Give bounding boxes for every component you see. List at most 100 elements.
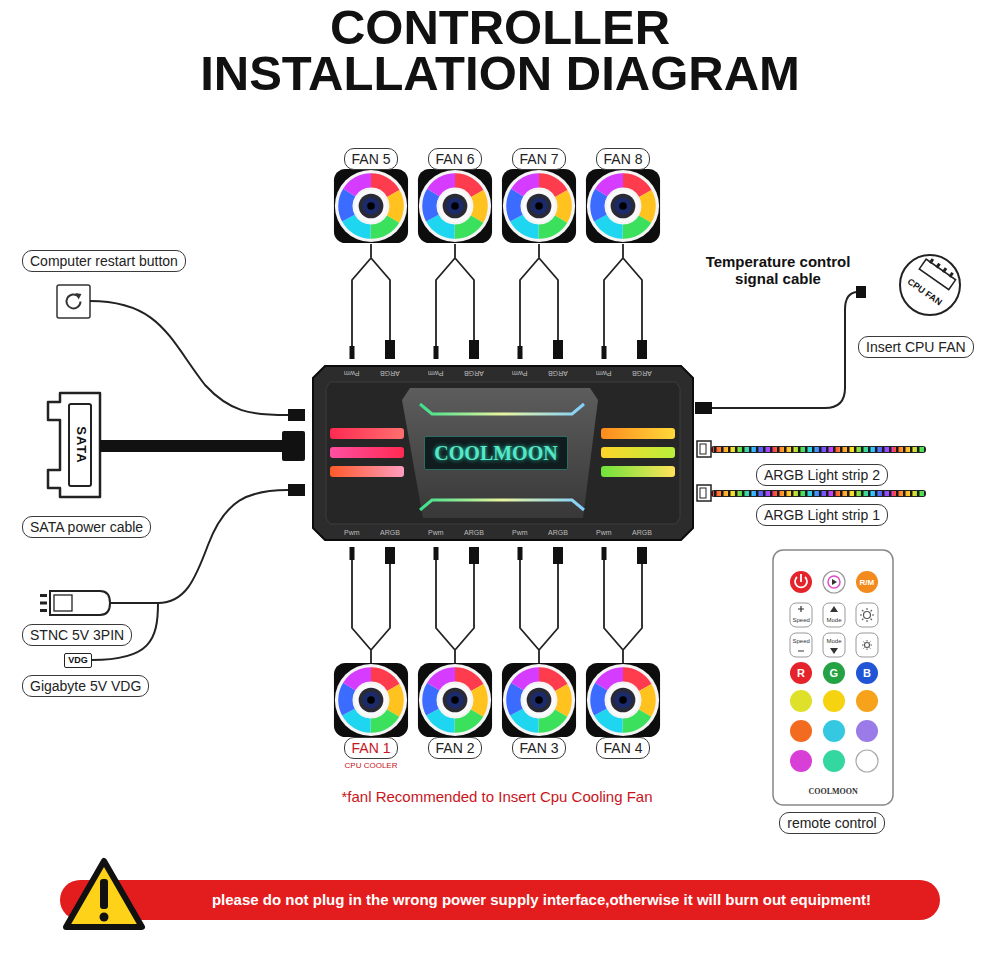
fan-plugs xyxy=(350,547,355,560)
box-text: remote control xyxy=(787,814,876,832)
fan-plugs xyxy=(602,346,607,359)
restart-button-symbol xyxy=(57,285,90,318)
remote-control-drawing xyxy=(790,662,812,684)
port-label: Pwm xyxy=(512,529,528,537)
fan-plugs xyxy=(553,340,563,359)
cpu-fan-header-symbol xyxy=(900,255,960,315)
remote-control-drawing xyxy=(856,720,878,742)
controller-hub xyxy=(330,428,404,439)
box-text: SATA power cable xyxy=(30,518,143,536)
box-text: FAN 2 xyxy=(436,739,475,757)
stnc-connector xyxy=(40,609,47,612)
remote-control-drawing xyxy=(823,571,845,593)
stnc-connector xyxy=(40,594,47,597)
remote-control-drawing xyxy=(830,648,838,654)
fan-wires xyxy=(436,244,474,348)
box-text: ARGB Light strip 2 xyxy=(764,466,880,484)
part-label: Insert CPU FAN xyxy=(858,336,974,358)
restart-wire xyxy=(90,301,288,415)
remote-control-drawing xyxy=(800,574,802,582)
port-label: Pwm xyxy=(428,529,444,537)
note: *fanl Recommended to Insert Cpu Cooling … xyxy=(342,788,653,806)
sub-text: CPU COOLER xyxy=(345,761,398,771)
button-label: Mode xyxy=(827,617,842,624)
argb-light-strip xyxy=(713,447,924,452)
stnc-connector xyxy=(50,591,110,615)
port-label: Pwm xyxy=(344,529,360,537)
fan-plugs xyxy=(385,340,395,359)
argb-light-strip xyxy=(713,491,924,496)
warning-triangle-symbol xyxy=(100,913,109,922)
rgb-fan xyxy=(502,663,576,737)
cable-callout: Temperature control signal cable xyxy=(683,253,873,287)
fan-wires xyxy=(352,560,390,664)
fan-wires xyxy=(352,244,390,348)
remote-control-drawing xyxy=(856,571,878,593)
controller-hub xyxy=(326,382,680,524)
cpu-fan-header-symbol xyxy=(919,256,958,290)
box-text: COOLMOON xyxy=(434,440,557,466)
restart-wire xyxy=(288,409,305,421)
remote-control-drawing xyxy=(790,690,812,712)
fan-wires xyxy=(436,560,474,664)
box-text: FAN 3 xyxy=(520,739,559,757)
port-label: Pwm xyxy=(428,369,444,377)
stnc-connector xyxy=(288,484,305,496)
port-label: Pwm xyxy=(596,529,612,537)
warning-banner: please do not plug in the wrong power su… xyxy=(60,880,940,920)
controller-hub xyxy=(402,388,598,518)
argb-light-strip xyxy=(700,488,706,498)
remote-control-drawing xyxy=(856,603,878,627)
fan-label: FAN 4 xyxy=(596,737,651,759)
button-label: Speed xyxy=(793,617,810,624)
cpu-fan-header-symbol xyxy=(942,267,947,273)
port-label: ARGB xyxy=(380,529,400,537)
controller-logo: COOLMOON xyxy=(424,436,567,470)
fan-plugs xyxy=(637,340,647,359)
fan-label: FAN 2 xyxy=(428,737,483,759)
fan-label: FAN 8 xyxy=(596,148,651,170)
controller-hub xyxy=(601,466,675,477)
controller-hub xyxy=(330,466,404,477)
fan-plugs xyxy=(518,547,523,560)
fan-plugs xyxy=(602,547,607,560)
port-label: Pwm xyxy=(512,369,528,377)
sata-connector xyxy=(48,393,100,497)
button-label: B xyxy=(863,667,871,679)
fan-plugs xyxy=(434,346,439,359)
diagram-title: CONTROLLER INSTALLATION DIAGRAM xyxy=(150,4,850,96)
cpu-fan-header-symbol xyxy=(900,255,960,315)
port-label: Pwm xyxy=(596,369,612,377)
rgb-fan xyxy=(418,169,492,243)
box-text: VDG xyxy=(68,654,88,667)
temperature-cable xyxy=(695,402,712,414)
part-label: ARGB Light strip 2 xyxy=(756,464,888,486)
argb-light-strip xyxy=(697,485,711,501)
cpu-fan-header-symbol xyxy=(949,272,954,278)
argb-light-strip xyxy=(711,490,926,497)
stnc-connector xyxy=(40,602,47,605)
port-label: Pwm xyxy=(344,369,360,377)
box-text: FAN 7 xyxy=(520,150,559,168)
fan-plugs xyxy=(469,340,479,359)
button-label: R xyxy=(797,667,805,679)
warning-triangle-symbol xyxy=(62,855,146,935)
fan-plugs xyxy=(637,547,647,564)
remote-control-drawing xyxy=(862,640,872,650)
rgb-fan xyxy=(586,169,660,243)
box-text: FAN 4 xyxy=(604,739,643,757)
controller-hub xyxy=(420,404,584,414)
remote-control-drawing xyxy=(773,550,893,805)
button-label: G xyxy=(830,667,839,679)
remote-control-drawing xyxy=(823,603,845,627)
controller-hub xyxy=(601,447,675,458)
fan-wires xyxy=(604,244,642,348)
argb-light-strip xyxy=(700,444,706,454)
temperature-cable xyxy=(856,286,866,298)
connector-tag: VDG xyxy=(64,653,92,668)
port-label: ARGB xyxy=(548,529,568,537)
rgb-fan xyxy=(502,169,576,243)
controller-hub xyxy=(330,447,404,458)
sata-connector xyxy=(282,431,305,461)
